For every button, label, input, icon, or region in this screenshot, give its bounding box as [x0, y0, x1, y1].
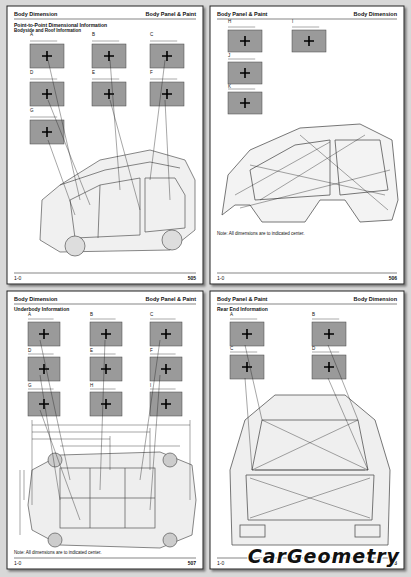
- callout-letter: C: [150, 33, 153, 38]
- callout-letter: G: [30, 109, 34, 114]
- callout-letter: H: [90, 384, 93, 389]
- page-header: Body Dimension: [354, 296, 397, 302]
- note: Note: All dimensions are to indicated ce…: [14, 551, 102, 556]
- photo-thumbnail: [28, 389, 60, 416]
- callout-letter: A: [230, 313, 233, 318]
- photo-thumbnail: [150, 79, 184, 106]
- callout-letter: E: [92, 71, 95, 76]
- watermark: CarGeometry: [248, 546, 400, 567]
- page-header: Body Dimension: [354, 11, 397, 17]
- photo-thumbnail: [228, 27, 262, 52]
- photo-thumbnail: [92, 41, 126, 68]
- photo-thumbnail: [30, 41, 64, 68]
- page-footer: 1-0: [217, 276, 224, 282]
- photo-thumbnail: [90, 319, 122, 346]
- page-footer: 507: [188, 561, 196, 567]
- photo-thumbnail: [90, 389, 122, 416]
- page-footer: 506: [389, 276, 397, 282]
- photo-thumbnail: [28, 319, 60, 346]
- callout-letter: C: [230, 347, 233, 352]
- page-header: Body Panel & Paint: [217, 11, 267, 17]
- callout-letter: K: [228, 85, 231, 90]
- page-header: Body Panel & Paint: [217, 296, 267, 302]
- note: Note: All dimensions are to indicated ce…: [217, 232, 305, 237]
- photo-thumbnail: [230, 352, 264, 379]
- callout-letter: A: [30, 33, 33, 38]
- photo-thumbnail: [150, 319, 182, 346]
- callout-letter: B: [312, 313, 315, 318]
- callout-letter: F: [150, 349, 153, 354]
- section-title: Point-to-Point Dimensional Information: [14, 23, 107, 29]
- photo-thumbnail: [150, 41, 184, 68]
- callout-letter: F: [150, 71, 153, 76]
- callout-letter: D: [28, 349, 31, 354]
- photo-thumbnail: [292, 27, 326, 52]
- section-title: Rear End Information: [217, 307, 268, 313]
- callout-letter: E: [90, 349, 93, 354]
- callout-letter: J: [228, 54, 230, 59]
- page-header: Body Panel & Paint: [146, 296, 196, 302]
- callout-letter: G: [28, 384, 32, 389]
- section-title: Bodyside and Roof Information: [14, 29, 81, 34]
- photo-thumbnail: [228, 89, 262, 114]
- page-footer: 1-0: [14, 561, 21, 567]
- callout-letter: B: [92, 33, 95, 38]
- callout-letter: D: [30, 71, 33, 76]
- callout-letter: A: [28, 313, 31, 318]
- page-header: Body Dimension: [14, 11, 57, 17]
- page-header: Body Panel & Paint: [146, 11, 196, 17]
- photo-thumbnail: [30, 79, 64, 106]
- callout-letter: H: [228, 20, 231, 25]
- photo-thumbnail: [312, 352, 346, 379]
- photo-thumbnail: [312, 319, 346, 346]
- section-title: Underbody Information: [14, 307, 69, 313]
- callout-letter: I: [150, 384, 151, 389]
- callout-letter: D: [312, 347, 315, 352]
- photo-thumbnail: [150, 389, 182, 416]
- photo-thumbnail: [228, 59, 262, 84]
- page-footer: 505: [188, 276, 196, 282]
- callout-letter: B: [90, 313, 93, 318]
- photo-thumbnail: [90, 354, 122, 381]
- page-footer: 1-0: [217, 561, 224, 567]
- photo-thumbnail: [230, 319, 264, 346]
- callout-letter: I: [292, 20, 293, 25]
- page-footer: 1-0: [14, 276, 21, 282]
- page-header: Body Dimension: [14, 296, 57, 302]
- photo-thumbnail: [92, 79, 126, 106]
- callout-letter: C: [150, 313, 153, 318]
- photo-thumbnail: [30, 117, 64, 144]
